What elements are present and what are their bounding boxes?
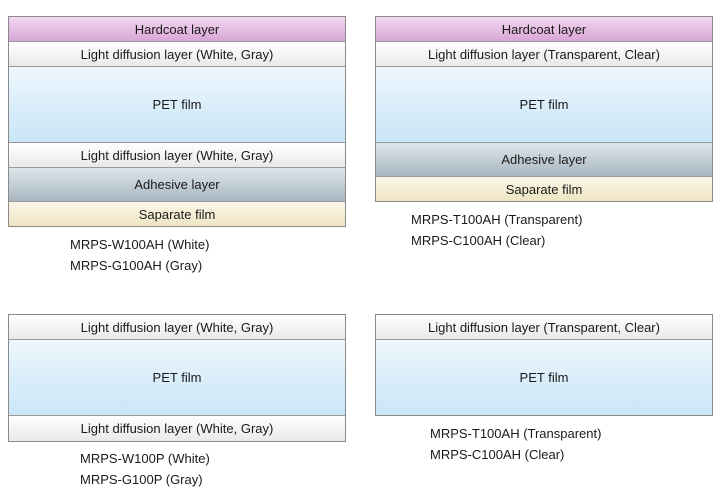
pet-film: PET film bbox=[376, 340, 712, 415]
product-code: MRPS-G100P (Gray) bbox=[80, 472, 203, 487]
adhesive-layer: Adhesive layer bbox=[376, 143, 712, 177]
light-diffusion-layer-bottom: Light diffusion layer (White, Gray) bbox=[9, 416, 345, 441]
light-diffusion-layer-bottom: Light diffusion layer (White, Gray) bbox=[9, 143, 345, 168]
light-diffusion-layer-top: Light diffusion layer (White, Gray) bbox=[9, 42, 345, 67]
hardcoat-layer: Hardcoat layer bbox=[376, 17, 712, 42]
layer-stack-t-c-p: Light diffusion layer (Transparent, Clea… bbox=[375, 314, 713, 416]
light-diffusion-layer: Light diffusion layer (Transparent, Clea… bbox=[376, 42, 712, 67]
product-code: MRPS-G100AH (Gray) bbox=[70, 258, 203, 273]
product-code: MRPS-T100AH (Transparent) bbox=[411, 212, 583, 227]
product-code: MRPS-W100AH (White) bbox=[70, 237, 210, 252]
layer-stack-w-g-ah: Hardcoat layer Light diffusion layer (Wh… bbox=[8, 16, 346, 227]
product-code: MRPS-W100P (White) bbox=[80, 451, 210, 466]
layer-stack-w-g-p: Light diffusion layer (White, Gray) PET … bbox=[8, 314, 346, 442]
light-diffusion-layer-top: Light diffusion layer (White, Gray) bbox=[9, 315, 345, 340]
product-list-t-c-ah: MRPS-T100AH (Transparent) MRPS-C100AH (C… bbox=[411, 209, 582, 251]
separate-film: Saparate film bbox=[9, 202, 345, 226]
light-diffusion-layer: Light diffusion layer (Transparent, Clea… bbox=[376, 315, 712, 340]
adhesive-layer: Adhesive layer bbox=[9, 168, 345, 202]
product-list-w-g-p: MRPS-W100P (White) MRPS-G100P (Gray) bbox=[80, 448, 210, 490]
pet-film: PET film bbox=[376, 67, 712, 143]
hardcoat-layer: Hardcoat layer bbox=[9, 17, 345, 42]
layer-stack-t-c-ah: Hardcoat layer Light diffusion layer (Tr… bbox=[375, 16, 713, 202]
product-code: MRPS-C100AH (Clear) bbox=[430, 447, 565, 462]
product-list-t-c-p: MRPS-T100AH (Transparent) MRPS-C100AH (C… bbox=[430, 423, 601, 465]
product-code: MRPS-C100AH (Clear) bbox=[411, 233, 546, 248]
product-list-w-g-ah: MRPS-W100AH (White) MRPS-G100AH (Gray) bbox=[70, 234, 209, 276]
pet-film: PET film bbox=[9, 340, 345, 416]
pet-film: PET film bbox=[9, 67, 345, 143]
product-code: MRPS-T100AH (Transparent) bbox=[430, 426, 602, 441]
separate-film: Saparate film bbox=[376, 177, 712, 201]
